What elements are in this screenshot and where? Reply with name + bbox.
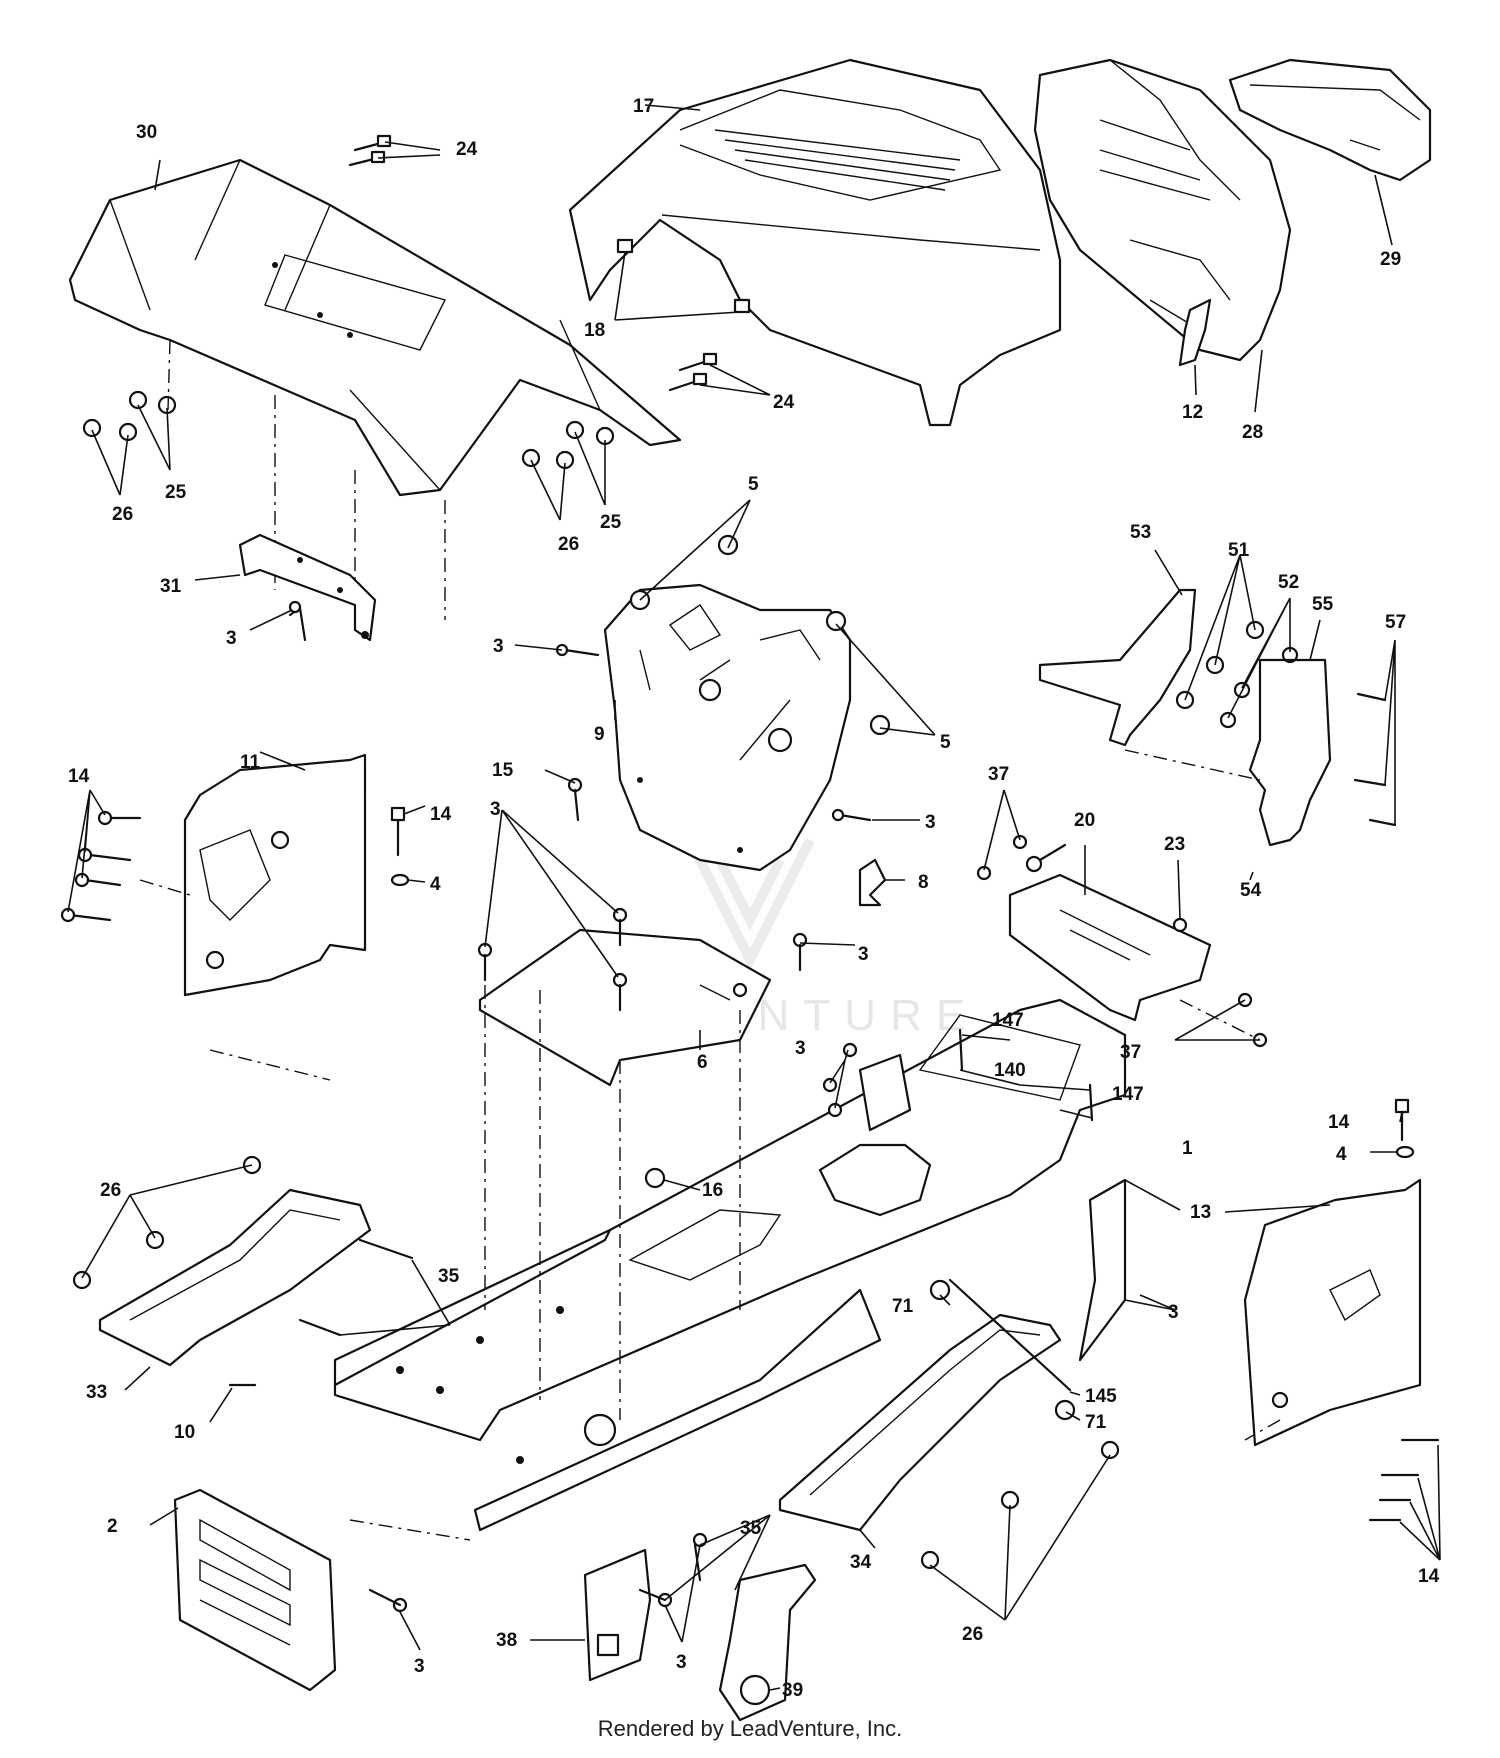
part-38-bracket [583, 1548, 652, 1682]
callout-11: 11 [240, 752, 261, 773]
callout-3: 3 [925, 812, 936, 833]
callout-26: 26 [100, 1180, 121, 1201]
callout-13: 13 [1190, 1202, 1211, 1223]
hardware-51-52-57-54 [1025, 620, 1397, 873]
callout-17: 17 [633, 96, 654, 117]
callout-3: 3 [414, 1656, 425, 1677]
callout-8: 8 [918, 872, 929, 893]
callout-140: 140 [994, 1060, 1026, 1081]
part-1-frame [333, 998, 1127, 1442]
hardware-71-145 [929, 1278, 1076, 1421]
callout-51: 51 [1228, 540, 1250, 561]
callout-145: 145 [1085, 1386, 1117, 1407]
callout-25: 25 [600, 512, 622, 533]
callout-14: 14 [430, 804, 452, 825]
part-15-bolt [567, 777, 583, 822]
hardware-26-35-10 [72, 1155, 1120, 1570]
callout-2: 2 [107, 1516, 118, 1537]
callout-26: 26 [962, 1624, 983, 1645]
callout-71: 71 [1085, 1412, 1107, 1433]
callout-37: 37 [1120, 1042, 1141, 1063]
callout-31: 31 [160, 576, 182, 597]
callout-28: 28 [1242, 422, 1263, 443]
callout-3: 3 [490, 799, 501, 820]
callout-14: 14 [68, 766, 90, 787]
callout-38: 38 [496, 1630, 517, 1651]
part-11-side-panel-left [183, 753, 367, 997]
callout-5: 5 [940, 732, 951, 753]
leader-lines [67, 104, 1441, 1691]
part-28-grille [1033, 58, 1292, 362]
callout-4: 4 [1336, 1144, 1347, 1165]
callout-15: 15 [492, 760, 514, 781]
part-16-nut [644, 1167, 666, 1189]
callout-35: 35 [740, 1518, 762, 1539]
part-6-plate [478, 928, 772, 1087]
callout-53: 53 [1130, 522, 1151, 543]
callout-57: 57 [1385, 612, 1406, 633]
part-33-footrest [98, 1188, 372, 1367]
callout-29: 29 [1380, 249, 1401, 270]
part-55-bracket [1248, 658, 1332, 847]
part-14-bolts-left [60, 806, 410, 923]
callout-30: 30 [136, 122, 157, 143]
callout-1: 1 [1182, 1138, 1193, 1159]
part-frame-rail [473, 1288, 882, 1532]
callout-39: 39 [782, 1680, 803, 1701]
part-29-lens [1228, 58, 1432, 182]
callout-71: 71 [892, 1296, 914, 1317]
callout-16: 16 [702, 1180, 723, 1201]
callout-24: 24 [456, 139, 478, 160]
callout-35: 35 [438, 1266, 460, 1287]
callout-147: 147 [992, 1010, 1024, 1031]
part-2-front-plate [173, 1488, 408, 1692]
callout-3: 3 [676, 1652, 687, 1673]
callout-3: 3 [226, 628, 237, 649]
callout-14: 14 [1328, 1112, 1350, 1133]
callout-33: 33 [86, 1382, 107, 1403]
callout-4: 4 [430, 874, 441, 895]
callout-24: 24 [773, 392, 795, 413]
callout-34: 34 [850, 1552, 872, 1573]
part-13-side-panel-right [1243, 1098, 1440, 1522]
callout-18: 18 [584, 320, 605, 341]
part-53-bracket [1038, 588, 1197, 747]
callout-54: 54 [1240, 880, 1262, 901]
callout-3: 3 [795, 1038, 806, 1059]
callout-3: 3 [1168, 1302, 1179, 1323]
part-30-rear-fender [68, 158, 682, 497]
assembly-lines [139, 749, 1281, 1541]
callout-25: 25 [165, 482, 187, 503]
callout-9: 9 [594, 724, 605, 745]
callout-23: 23 [1164, 834, 1185, 855]
callout-26: 26 [558, 534, 579, 555]
callout-52: 52 [1278, 572, 1299, 593]
callout-3: 3 [858, 944, 869, 965]
callout-37: 37 [988, 764, 1009, 785]
callout-20: 20 [1074, 810, 1095, 831]
hardware-24-25-26 [82, 134, 718, 620]
part-23-nut [1172, 917, 1188, 933]
callout-14: 14 [1418, 1566, 1440, 1587]
callout-12: 12 [1182, 402, 1203, 423]
callout-6: 6 [697, 1052, 708, 1073]
part-8-clip [858, 858, 887, 907]
callouts: 30 24 17 29 18 24 12 28 26 25 26 25 5 53… [68, 96, 1440, 1701]
part-9-dash-panel [603, 583, 852, 872]
callout-5: 5 [748, 474, 759, 495]
callout-147: 147 [1112, 1084, 1144, 1105]
watermark-logo [685, 837, 815, 972]
callout-10: 10 [174, 1422, 195, 1443]
part-140-bracket [822, 1028, 1127, 1362]
part-5-grommets [629, 534, 891, 736]
credit-footer: Rendered by LeadVenture, Inc. [597, 1716, 903, 1741]
callout-55: 55 [1312, 594, 1334, 615]
callout-26: 26 [112, 504, 133, 525]
part-34-footrest [778, 1313, 1062, 1532]
part-39-bracket [718, 1563, 817, 1722]
callout-3: 3 [493, 636, 504, 657]
part-12-latch [1178, 298, 1212, 367]
